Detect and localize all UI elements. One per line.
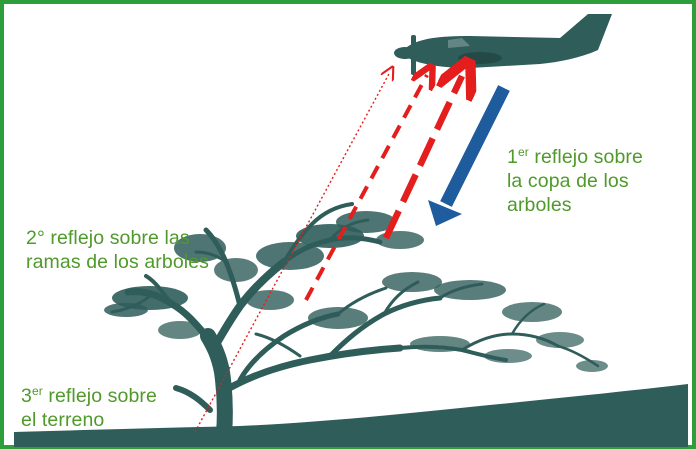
first-return-line bbox=[383, 76, 462, 240]
ground-silhouette bbox=[14, 384, 688, 447]
second-return-label: 2° reflejo sobre las ramas de los arbole… bbox=[26, 227, 210, 273]
airplane-icon bbox=[394, 14, 612, 75]
second-return-line bbox=[304, 75, 427, 301]
emitted-pulse-arrow bbox=[428, 85, 510, 226]
third-return-label: 3er reflejo sobre el terreno bbox=[21, 384, 157, 431]
tree-canopy bbox=[104, 211, 608, 372]
first-return-label: 1er reflejo sobre la copa de los arboles bbox=[507, 145, 643, 216]
third-return-line bbox=[194, 72, 390, 433]
